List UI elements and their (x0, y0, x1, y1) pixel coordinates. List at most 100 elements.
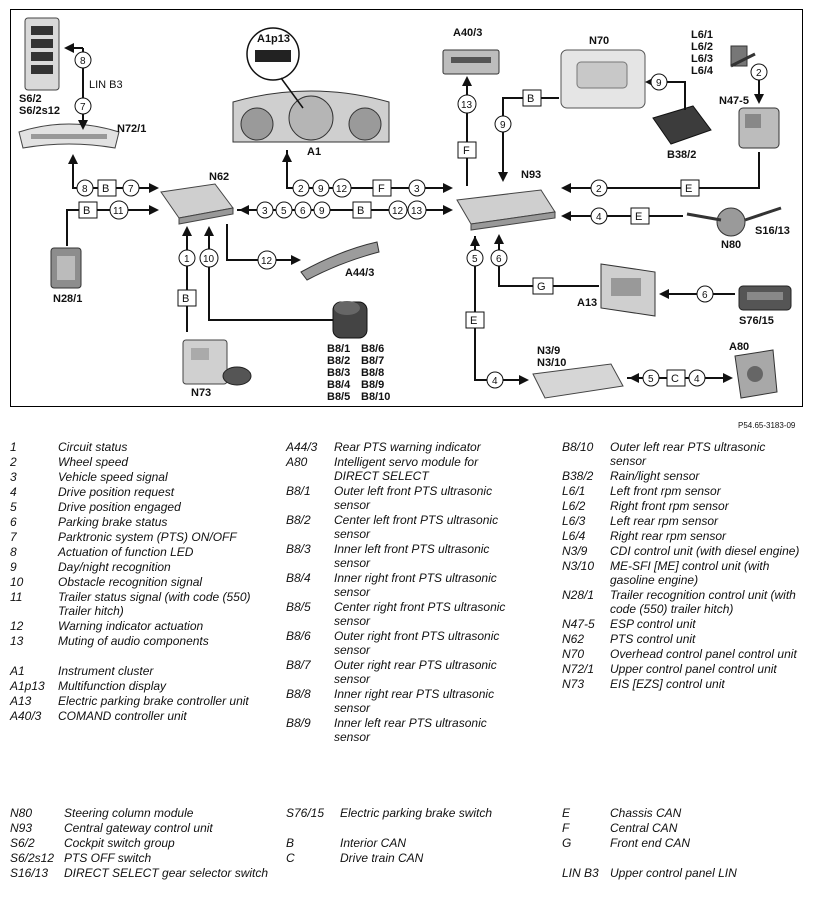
legend-row: 9 Day/night recognition (10, 560, 280, 574)
legend-key: B8/8 (286, 687, 311, 701)
upper-control-panel-picture (18, 123, 120, 149)
legend-key: 9 (10, 560, 17, 574)
signal-markers: 8 7 8 7 11 3 5 6 9 12 13 2 9 12 3 1 10 1… (74, 51, 768, 389)
legend-key: B38/2 (562, 469, 594, 483)
label-a80: A80 (729, 341, 749, 353)
legend-key: 11 (10, 590, 23, 604)
svg-text:3: 3 (262, 206, 268, 217)
svg-text:4: 4 (694, 374, 700, 385)
svg-text:F: F (378, 183, 385, 195)
signal-4-a80: 4 (688, 369, 706, 387)
svg-text:13: 13 (411, 206, 423, 217)
legend-key: G (562, 836, 572, 850)
legend-description: Instrument cluster (58, 664, 154, 678)
legend-description: DIRECT SELECT gear selector switch (64, 866, 269, 880)
legend-key: B8/6 (286, 629, 311, 643)
legend-key: N80 (10, 806, 33, 820)
signal-4-n80: 4 (590, 207, 608, 225)
label-n62: N62 (209, 171, 229, 183)
label-n3-10: N3/10 (537, 357, 566, 369)
label-n3-9: N3/9 (537, 345, 560, 357)
legend-key: F (562, 821, 570, 835)
svg-text:4: 4 (492, 376, 498, 387)
signal-6-s76: 6 (696, 285, 714, 303)
signal-5-n3: 5 (466, 249, 484, 267)
label-n28-1: N28/1 (53, 293, 82, 305)
diagram-canvas: B B B F B F B E E G E C 8 7 8 7 11 3 5 6… (18, 17, 792, 403)
legend-description: ME-SFI [ME] control unit (with gasoline … (610, 559, 770, 587)
svg-text:C: C (671, 373, 679, 385)
legend-description: Front end CAN (610, 836, 691, 850)
epb-switch-picture (738, 285, 792, 311)
svg-text:E: E (685, 183, 692, 195)
comand-controller-unit-picture (442, 49, 500, 75)
legend-key: 1 (10, 440, 17, 454)
label-n73: N73 (191, 387, 211, 399)
legend-description (610, 851, 802, 865)
svg-text:12: 12 (261, 256, 273, 267)
signal-10: 10 (199, 248, 219, 268)
legend-description: Wheel speed (58, 455, 129, 469)
signal-7-lin: 7 (74, 97, 92, 115)
signal-9-a: 9 (313, 201, 331, 219)
svg-text:10: 10 (203, 254, 215, 265)
legend-description: Circuit status (58, 440, 128, 454)
legend-key: N70 (562, 647, 585, 661)
label-s76-15: S76/15 (739, 315, 774, 327)
legend-description: Upper control panel LIN (610, 866, 737, 880)
legend-description: Day/night recognition (58, 560, 171, 574)
signal-11: 11 (109, 200, 129, 220)
svg-text:5: 5 (648, 374, 654, 385)
legend-key: 6 (10, 515, 17, 529)
label-l6-2: L6/2 (691, 41, 713, 53)
legend-description: Interior CAN (340, 836, 407, 850)
legend-description: Inner right rear PTS ultrasonic sensor (334, 687, 495, 715)
legend-key: A80 (286, 455, 308, 469)
svg-text:2: 2 (596, 184, 602, 195)
label-s6-2: S6/2 (19, 93, 42, 105)
label-lin-b3: LIN B3 (89, 79, 123, 91)
legend-description: Parktronic system (PTS) ON/OFF (58, 530, 237, 544)
legend-description: Chassis CAN (610, 806, 682, 820)
legend-description: Intelligent servo module for DIRECT SELE… (334, 455, 479, 483)
engine-control-unit-picture (532, 363, 624, 399)
label-b8-7: B8/7 (361, 355, 384, 367)
eis-control-unit-picture (182, 339, 252, 386)
legend-description: ESP control unit (610, 617, 696, 631)
svg-text:B: B (83, 205, 90, 217)
svg-text:6: 6 (702, 290, 708, 301)
legend-key: 5 (10, 500, 17, 514)
bus-box-b-n28: B (78, 201, 98, 219)
svg-text:B: B (357, 205, 364, 217)
svg-text:B: B (102, 183, 109, 195)
legend-key: N3/9 (562, 544, 588, 558)
legend-key: 3 (10, 470, 17, 484)
label-a13: A13 (577, 297, 597, 309)
legend-description: Cockpit switch group (64, 836, 175, 850)
legend-description: COMAND controller unit (58, 709, 187, 723)
label-b8-10: B8/10 (361, 391, 390, 403)
legend-description: PTS OFF switch (64, 851, 152, 865)
svg-text:9: 9 (656, 78, 662, 89)
legend-description: Outer right rear PTS ultrasonic sensor (334, 658, 497, 686)
steering-column-module-picture (686, 206, 782, 237)
legend-row (562, 851, 802, 865)
legend-key: N73 (562, 677, 585, 691)
legend-key: B8/4 (286, 571, 311, 585)
svg-text:9: 9 (319, 206, 325, 217)
legend-key (562, 851, 610, 865)
signal-1: 1 (178, 249, 196, 267)
legend-description: Upper control panel control unit (610, 662, 777, 676)
label-b8-9: B8/9 (361, 379, 384, 391)
svg-text:3: 3 (414, 184, 420, 195)
